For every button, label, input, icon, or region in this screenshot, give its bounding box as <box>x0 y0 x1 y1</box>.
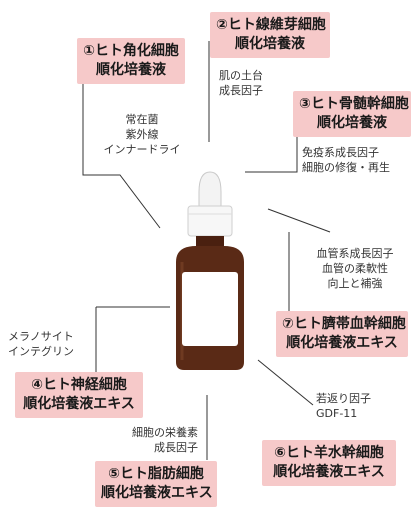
note-line: 血管の柔軟性 <box>322 262 388 275</box>
box-title: ④ヒト神経細胞 <box>31 377 127 393</box>
box-title: ⑦ヒト臍帯血幹細胞 <box>282 316 406 332</box>
bottle-label <box>182 272 238 346</box>
note-line: 紫外線 <box>125 128 159 141</box>
notes-nerve: メラノサイト インテグリン <box>8 329 74 359</box>
box-title: ②ヒト線維芽細胞 <box>216 17 326 33</box>
notes-fibroblast: 肌の土台 成長因子 <box>219 68 263 98</box>
connector-1 <box>82 83 161 229</box>
dropper-collar <box>187 205 233 237</box>
note-line: 常在菌 <box>125 113 159 126</box>
box-title: ⑤ヒト脂肪細胞 <box>108 466 204 482</box>
notes-bone-marrow: 免疫系成長因子 細胞の修復・再生 <box>302 145 390 175</box>
note-line: 若返り因子 <box>316 392 371 405</box>
note-line: 肌の土台 <box>219 69 263 82</box>
note-line: 免疫系成長因子 <box>302 146 379 159</box>
notes-adipose: 細胞の栄養素 成長因子 <box>100 425 198 455</box>
box-subtitle: 順化培養液エキス <box>23 396 135 412</box>
box-title: ①ヒト角化細胞 <box>83 43 179 59</box>
label-box-fibroblast: ②ヒト線維芽細胞 順化培養液 <box>210 12 330 58</box>
dropper-bulb <box>198 171 222 207</box>
box-subtitle: 順化培養液エキス <box>286 335 398 351</box>
bottle-neck <box>196 236 224 246</box>
note-line: インテグリン <box>8 345 74 358</box>
note-line: GDF-11 <box>316 407 358 420</box>
box-subtitle: 順化培養液エキス <box>101 485 213 501</box>
note-line: インナードライ <box>103 143 181 156</box>
note-line: 向上と補強 <box>327 277 383 290</box>
label-box-nerve: ④ヒト神経細胞 順化培養液エキス <box>15 372 143 418</box>
note-line: 成長因子 <box>154 441 198 454</box>
note-line: 細胞の栄養素 <box>132 426 198 439</box>
box-title: ③ヒト骨髄幹細胞 <box>299 96 409 112</box>
box-subtitle: 順化培養液 <box>96 62 166 78</box>
label-box-amniotic: ⑥ヒト羊水幹細胞 順化培養液エキス <box>262 440 396 486</box>
connector-7 <box>267 208 331 233</box>
note-line: 成長因子 <box>219 84 263 97</box>
label-box-bone-marrow: ③ヒト骨髄幹細胞 順化培養液 <box>293 91 411 137</box>
note-line: 細胞の修復・再生 <box>302 161 390 174</box>
box-subtitle: 順化培養液 <box>317 115 387 131</box>
connector-6 <box>257 359 314 406</box>
note-line: 血管系成長因子 <box>316 247 394 260</box>
notes-keratinocyte: 常在菌 紫外線 インナードライ <box>92 112 192 157</box>
box-subtitle: 順化培養液エキス <box>273 464 385 480</box>
label-box-cord-blood: ⑦ヒト臍帯血幹細胞 順化培養液エキス <box>276 311 408 357</box>
label-box-keratinocyte: ①ヒト角化細胞 順化培養液 <box>77 38 185 84</box>
notes-cord-blood: 血管系成長因子 血管の柔軟性 向上と補強 <box>305 246 405 291</box>
box-subtitle: 順化培養液 <box>235 36 305 52</box>
box-title: ⑥ヒト羊水幹細胞 <box>274 445 384 461</box>
label-box-adipose: ⑤ヒト脂肪細胞 順化培養液エキス <box>95 461 217 507</box>
notes-amniotic: 若返り因子 GDF-11 <box>316 391 371 421</box>
note-line: メラノサイト <box>8 330 74 343</box>
